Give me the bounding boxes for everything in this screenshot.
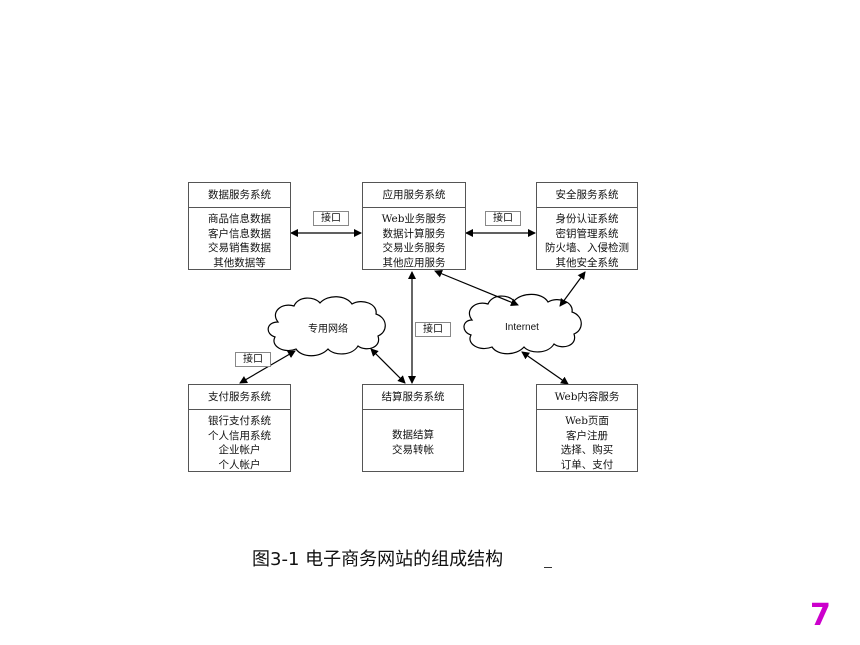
- box-item: Web业务服务: [381, 213, 447, 225]
- security-service-box: 安全服务系统 身份认证系统 密钥管理系统 防火墙、入侵检测 其他安全系统: [536, 182, 638, 270]
- box-item: 客户信息数据: [208, 227, 271, 240]
- box-item: 身份认证系统: [555, 213, 619, 225]
- private-network-cloud: [267, 296, 386, 357]
- data-service-box: 数据服务系统 商品信息数据 客户信息数据 交易销售数据 其他数据等: [188, 182, 291, 270]
- box-item: 交易业务服务: [382, 242, 446, 254]
- box-item: 个人信用系统: [208, 429, 271, 442]
- app-service-items: Web业务服务 数据计算服务 交易业务服务 其他应用服务: [363, 208, 465, 270]
- arrow-payment-private: [239, 350, 296, 384]
- box-item: 交易销售数据: [208, 242, 271, 254]
- data-service-items: 商品信息数据 客户信息数据 交易销售数据 其他数据等: [189, 208, 290, 270]
- box-item: 密钥管理系统: [555, 227, 619, 240]
- private-network-label: 专用网络: [308, 324, 348, 335]
- box-item: 商品信息数据: [208, 213, 271, 225]
- interface-tag-data-app: 接口: [313, 211, 349, 226]
- box-item: 防火墙、入侵检测: [545, 242, 629, 254]
- web-content-service-items: Web页面 客户注册 选择、购买 订单、支付: [537, 410, 637, 472]
- settlement-service-items: 数据结算 交易转帐: [363, 410, 463, 457]
- box-item: 企业帐户: [218, 444, 261, 456]
- payment-service-items: 银行支付系统 个人信用系统 企业帐户 个人帐户: [189, 410, 290, 472]
- arrow-private-settlement: [370, 348, 406, 384]
- security-service-items: 身份认证系统 密钥管理系统 防火墙、入侵检测 其他安全系统: [537, 208, 637, 270]
- arrow-internet-web: [521, 351, 569, 385]
- box-item: 数据结算: [392, 429, 434, 441]
- caption-cursor-underline: [544, 567, 552, 568]
- web-content-service-box: Web内容服务 Web页面 客户注册 选择、购买 订单、支付: [536, 384, 638, 472]
- box-item: Web页面: [565, 415, 609, 427]
- box-item: 个人帐户: [218, 458, 261, 471]
- app-service-box: 应用服务系统 Web业务服务 数据计算服务 交易业务服务 其他应用服务: [362, 182, 466, 270]
- interface-tag-app-settlement: 接口: [415, 322, 451, 337]
- figure-caption: 图3-1 电子商务网站的组成结构: [252, 549, 504, 570]
- security-service-title: 安全服务系统: [537, 183, 637, 208]
- page-number: 7: [810, 598, 831, 633]
- arrow-app-internet: [434, 269, 519, 307]
- box-item: 选择、购买: [560, 444, 614, 456]
- app-service-title: 应用服务系统: [363, 183, 465, 208]
- arrow-security-internet: [559, 271, 586, 307]
- box-item: 数据计算服务: [382, 227, 446, 240]
- box-item: 订单、支付: [560, 458, 614, 471]
- payment-service-box: 支付服务系统 银行支付系统 个人信用系统 企业帐户 个人帐户: [188, 384, 291, 472]
- settlement-service-box: 结算服务系统 数据结算 交易转帐: [362, 384, 464, 472]
- box-item: 其他数据等: [213, 256, 266, 269]
- box-item: 交易转帐: [392, 443, 434, 456]
- payment-service-title: 支付服务系统: [189, 385, 290, 410]
- settlement-service-title: 结算服务系统: [363, 385, 463, 410]
- data-service-title: 数据服务系统: [189, 183, 290, 208]
- interface-tag-payment-private: 接口: [235, 352, 271, 367]
- box-item: 其他应用服务: [382, 256, 446, 269]
- interface-tag-app-security: 接口: [485, 211, 521, 226]
- box-item: 银行支付系统: [208, 415, 271, 427]
- web-content-service-title: Web内容服务: [537, 385, 637, 410]
- box-item: 客户注册: [566, 429, 608, 442]
- box-item: 其他安全系统: [555, 256, 619, 269]
- internet-label: Internet: [505, 322, 539, 333]
